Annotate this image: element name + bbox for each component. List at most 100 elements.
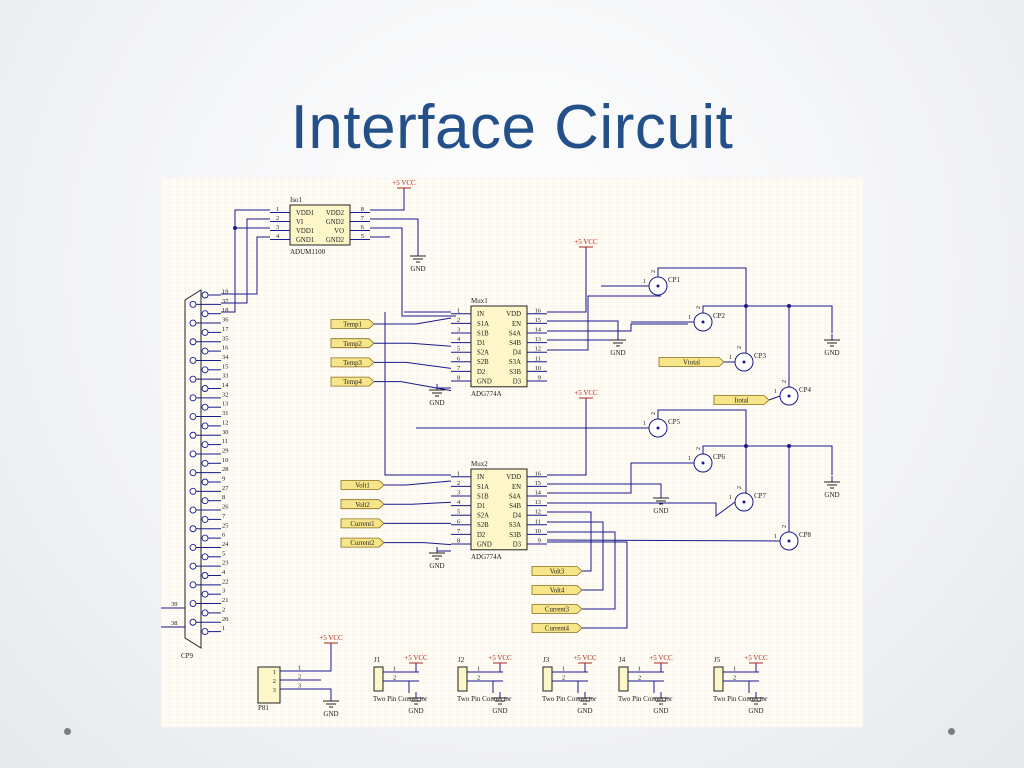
- pin-name: S1A: [477, 321, 489, 328]
- pin-number: 3: [276, 224, 279, 231]
- connector-pin-number: 36: [222, 317, 228, 324]
- connector-pin-number: 32: [222, 391, 228, 398]
- connector-pin: [189, 413, 197, 421]
- test-point-label: CP5: [668, 418, 681, 426]
- tp-pin-number: 2: [737, 486, 743, 489]
- pin-name: D2: [477, 532, 486, 539]
- connector-pin: [201, 459, 209, 467]
- iso-chip-ref: Iso1: [290, 196, 303, 204]
- connector-pin-number: 28: [222, 466, 228, 473]
- port-current3: [531, 604, 583, 614]
- connector-pin-number: 35: [222, 335, 228, 342]
- port-volt4: [531, 585, 583, 595]
- pin-name: S1B: [477, 493, 489, 500]
- connector-pin: [201, 590, 209, 598]
- mux1-chip: [470, 305, 528, 388]
- connector-pin-number: 17: [222, 326, 229, 333]
- connector-pin: [189, 581, 197, 589]
- vcc-label: +5 VCC: [319, 634, 343, 642]
- pin-number: 4: [457, 499, 461, 506]
- wire-temp4: [374, 381, 452, 392]
- jumper-pin-number: 2: [733, 675, 736, 682]
- pin-name: S2B: [477, 359, 489, 366]
- wire-vdd1: [221, 209, 270, 313]
- mux1-chip-part: ADG774A: [471, 390, 502, 398]
- connector-pin: [189, 431, 197, 439]
- gnd-label: GND: [748, 707, 763, 715]
- connector-pin: [189, 338, 197, 346]
- connector-pin: [189, 487, 197, 495]
- jumper-label: Two Pin Connector: [618, 695, 673, 703]
- iso-chip: [289, 204, 351, 246]
- pin-name: S4A: [509, 493, 521, 500]
- pin-number: 6: [457, 518, 460, 525]
- wire-en: [547, 320, 619, 340]
- header-pin-number: 1: [273, 669, 276, 676]
- jumper-ref: J5: [714, 656, 721, 664]
- wire: [702, 445, 833, 475]
- pin-name: D4: [513, 350, 522, 357]
- pin-name: VO: [334, 228, 344, 235]
- connector-pin-number: 5: [222, 550, 225, 557]
- gnd-label: GND: [653, 507, 668, 515]
- pin-name: GND1: [296, 237, 314, 244]
- junction-dot: [744, 444, 748, 448]
- jumper-j4: [618, 666, 629, 692]
- port-volt1-text: Volt1: [355, 483, 370, 490]
- tp-pin-number: 1: [688, 456, 691, 462]
- connector-pin: [201, 609, 209, 617]
- header-pin-number: 2: [273, 678, 276, 685]
- pin-number: 14: [535, 490, 542, 497]
- tp-pin-number: 2: [651, 270, 657, 273]
- pin-number: 15: [535, 317, 541, 324]
- pin-number: 1: [457, 470, 460, 477]
- connector-pin: [201, 497, 209, 505]
- jumper-ref: J1: [374, 656, 381, 664]
- pin-number: 11: [535, 355, 541, 362]
- connector-pin-number: 37: [222, 298, 229, 305]
- pin-name: S3A: [509, 359, 521, 366]
- pin-name: D1: [477, 503, 485, 510]
- vcc-label: +5 VCC: [574, 238, 598, 246]
- pin-number: 11: [535, 518, 541, 525]
- connector-pin-number: 23: [222, 560, 228, 567]
- connector-pin: [189, 319, 197, 327]
- connector-pin: [201, 478, 209, 486]
- test-point-center: [656, 284, 660, 288]
- pin-number: 9: [538, 375, 541, 382]
- right-bullet: [948, 728, 955, 735]
- gnd-label: GND: [492, 707, 507, 715]
- wire-vdd: [547, 247, 587, 313]
- pin-number: 1: [276, 206, 279, 213]
- connector-pin: [201, 572, 209, 579]
- connector-pin-number: 4: [222, 569, 226, 576]
- port-current2: [340, 537, 385, 548]
- port-volt3-text: Volt3: [550, 569, 565, 576]
- pin-number: 8: [457, 375, 460, 382]
- tp-pin-number: 1: [774, 389, 777, 395]
- port-volt1: [340, 480, 385, 490]
- mux2-chip-ref: Mux2: [471, 460, 488, 468]
- wire-cp6: [547, 462, 694, 494]
- connector-pin: [201, 347, 209, 355]
- wire-volt2: [384, 501, 452, 505]
- pin-number: 16: [535, 470, 541, 477]
- pin-number: 5: [457, 509, 460, 516]
- port-itotal-text: Itotal: [734, 398, 748, 405]
- connector-pin: [201, 553, 209, 561]
- connector-pin-number: 34: [222, 354, 229, 361]
- pin-name: S4B: [509, 340, 521, 347]
- header-pin-number: 1: [298, 665, 301, 672]
- jumper-pin-number: 2: [638, 675, 641, 682]
- wire-current4: [547, 541, 628, 629]
- vcc-label: +5 VCC: [392, 179, 416, 187]
- port-volt3: [531, 566, 583, 576]
- pin-name: GND: [477, 541, 492, 548]
- wire: [370, 236, 390, 238]
- tp-pin-number: 1: [688, 315, 691, 321]
- connector-pin-number: 1: [222, 625, 225, 632]
- connector-pin: [201, 385, 209, 392]
- jumper-j3: [542, 666, 553, 692]
- connector-pin: [189, 450, 197, 458]
